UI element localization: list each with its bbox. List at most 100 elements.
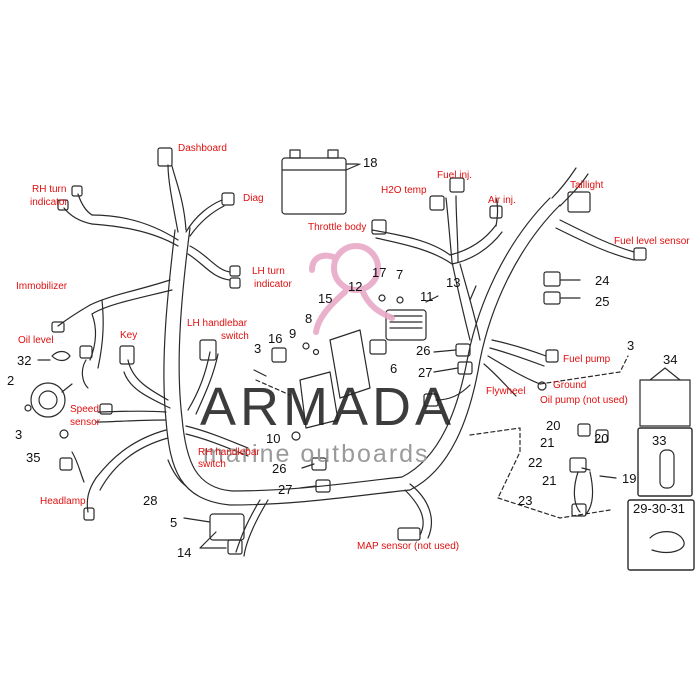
fuel-pump-branch	[491, 339, 547, 357]
number-15: 15	[318, 291, 333, 306]
lh-turn-branch	[189, 245, 231, 273]
number-8: 8	[305, 311, 313, 326]
label-immobilizer: Immobilizer	[16, 281, 68, 292]
fuel-level-branch	[559, 219, 635, 253]
top-engine-harness	[371, 224, 497, 256]
number-9: 9	[289, 326, 297, 341]
number-35: 35	[26, 450, 41, 465]
relay-25	[543, 291, 561, 305]
number-22: 22	[528, 455, 543, 470]
label-rh-turn-2: indicator	[30, 197, 68, 208]
label-throttle-body: Throttle body	[308, 222, 367, 233]
number-33: 33	[652, 433, 667, 448]
number-34: 34	[663, 352, 678, 367]
battery-18	[281, 157, 347, 215]
label-dashboard: Dashboard	[178, 143, 227, 154]
label-lh-turn-2: indicator	[254, 279, 292, 290]
number-25: 25	[595, 294, 610, 309]
label-rh-handlebar-1: RH handlebar	[198, 447, 260, 458]
label-key: Key	[120, 330, 138, 341]
number-16: 16	[268, 331, 283, 346]
number-27-lower: 27	[278, 482, 293, 497]
watermark-brand: ARMADA	[200, 377, 456, 437]
box-33	[637, 427, 693, 497]
flywheel-branch	[435, 384, 471, 401]
number-3-right: 3	[627, 338, 635, 353]
number-20-right: 20	[594, 431, 609, 446]
dash-branch	[167, 164, 179, 233]
part-32	[51, 350, 71, 362]
connector-block-5	[209, 513, 245, 541]
label-headlamp: Headlamp	[40, 496, 86, 507]
label-h2o-temp: H2O temp	[381, 185, 427, 196]
label-lh-handlebar-2: switch	[221, 331, 249, 342]
number-17: 17	[372, 265, 387, 280]
label-map-sensor: MAP sensor (not used)	[357, 541, 460, 552]
watermark-tagline: marine outboards	[203, 440, 430, 468]
number-5: 5	[170, 515, 178, 530]
taillight-branch	[551, 167, 577, 199]
lh-switch-connector	[199, 339, 217, 361]
number-24: 24	[595, 273, 610, 288]
label-air-inj: Air inj.	[488, 195, 516, 206]
diag-branch	[185, 199, 223, 233]
label-ground: Ground	[553, 380, 587, 391]
relay-24	[543, 271, 561, 287]
horn-2	[30, 382, 66, 418]
label-lh-turn-1: LH turn	[252, 266, 285, 277]
label-fuel-pump: Fuel pump	[563, 354, 611, 365]
number-20-left: 20	[546, 418, 561, 433]
number-11: 11	[420, 289, 434, 304]
lower-branch	[235, 499, 261, 553]
taillight-connector	[567, 191, 591, 213]
main-harness-outer	[163, 204, 561, 506]
immobilizer-branch	[89, 279, 171, 306]
box-29-30-31	[627, 499, 695, 571]
ecu-bracket	[329, 329, 371, 399]
label-lh-handlebar-1: LH handlebar	[187, 318, 248, 329]
number-13: 13	[446, 275, 461, 290]
number-10: 10	[266, 431, 281, 446]
label-oil-level: Oil level	[18, 335, 54, 346]
main-harness-inner	[178, 197, 551, 492]
number-21-bottom: 21	[542, 473, 557, 488]
dashboard-connector	[157, 147, 173, 167]
label-speed-2: sensor	[70, 417, 101, 428]
number-32: 32	[17, 353, 32, 368]
rh-switch-branch	[185, 425, 249, 449]
harness-clip-28	[167, 459, 187, 487]
label-speed-1: Speed	[70, 404, 99, 415]
lh-switch-branch	[187, 351, 211, 411]
watermark-logo	[309, 243, 395, 335]
map-branch	[404, 489, 424, 536]
rh-turn-branch	[91, 214, 179, 241]
bag-34	[639, 379, 691, 427]
number-3-bracket: 3	[254, 341, 262, 356]
number-29-30-31: 29-30-31	[633, 501, 686, 516]
key-branch	[127, 359, 169, 401]
number-3-left: 3	[15, 427, 23, 442]
number-14: 14	[177, 545, 192, 560]
regulator-11	[385, 309, 427, 341]
label-flywheel: Flywheel	[486, 386, 526, 397]
label-fuel-inj: Fuel inj.	[437, 170, 473, 181]
number-26-lower: 26	[272, 461, 287, 476]
label-fuel-level-sensor: Fuel level sensor	[614, 236, 690, 247]
label-rh-turn-1: RH turn	[32, 184, 67, 195]
number-2: 2	[7, 373, 15, 388]
headlamp-branch	[95, 429, 167, 479]
label-oil-pump: Oil pump (not used)	[540, 395, 628, 406]
label-rh-handlebar-2: switch	[198, 459, 226, 470]
label-taillight: Taillight	[570, 180, 604, 191]
diag-connector	[221, 192, 235, 206]
number-26-right: 26	[416, 343, 431, 358]
number-27-right: 27	[418, 365, 433, 380]
number-21-top: 21	[540, 435, 555, 450]
number-18: 18	[363, 155, 378, 170]
number-7: 7	[396, 267, 404, 282]
key-connector	[119, 345, 135, 365]
label-diag: Diag	[243, 193, 264, 204]
number-12: 12	[348, 279, 363, 294]
